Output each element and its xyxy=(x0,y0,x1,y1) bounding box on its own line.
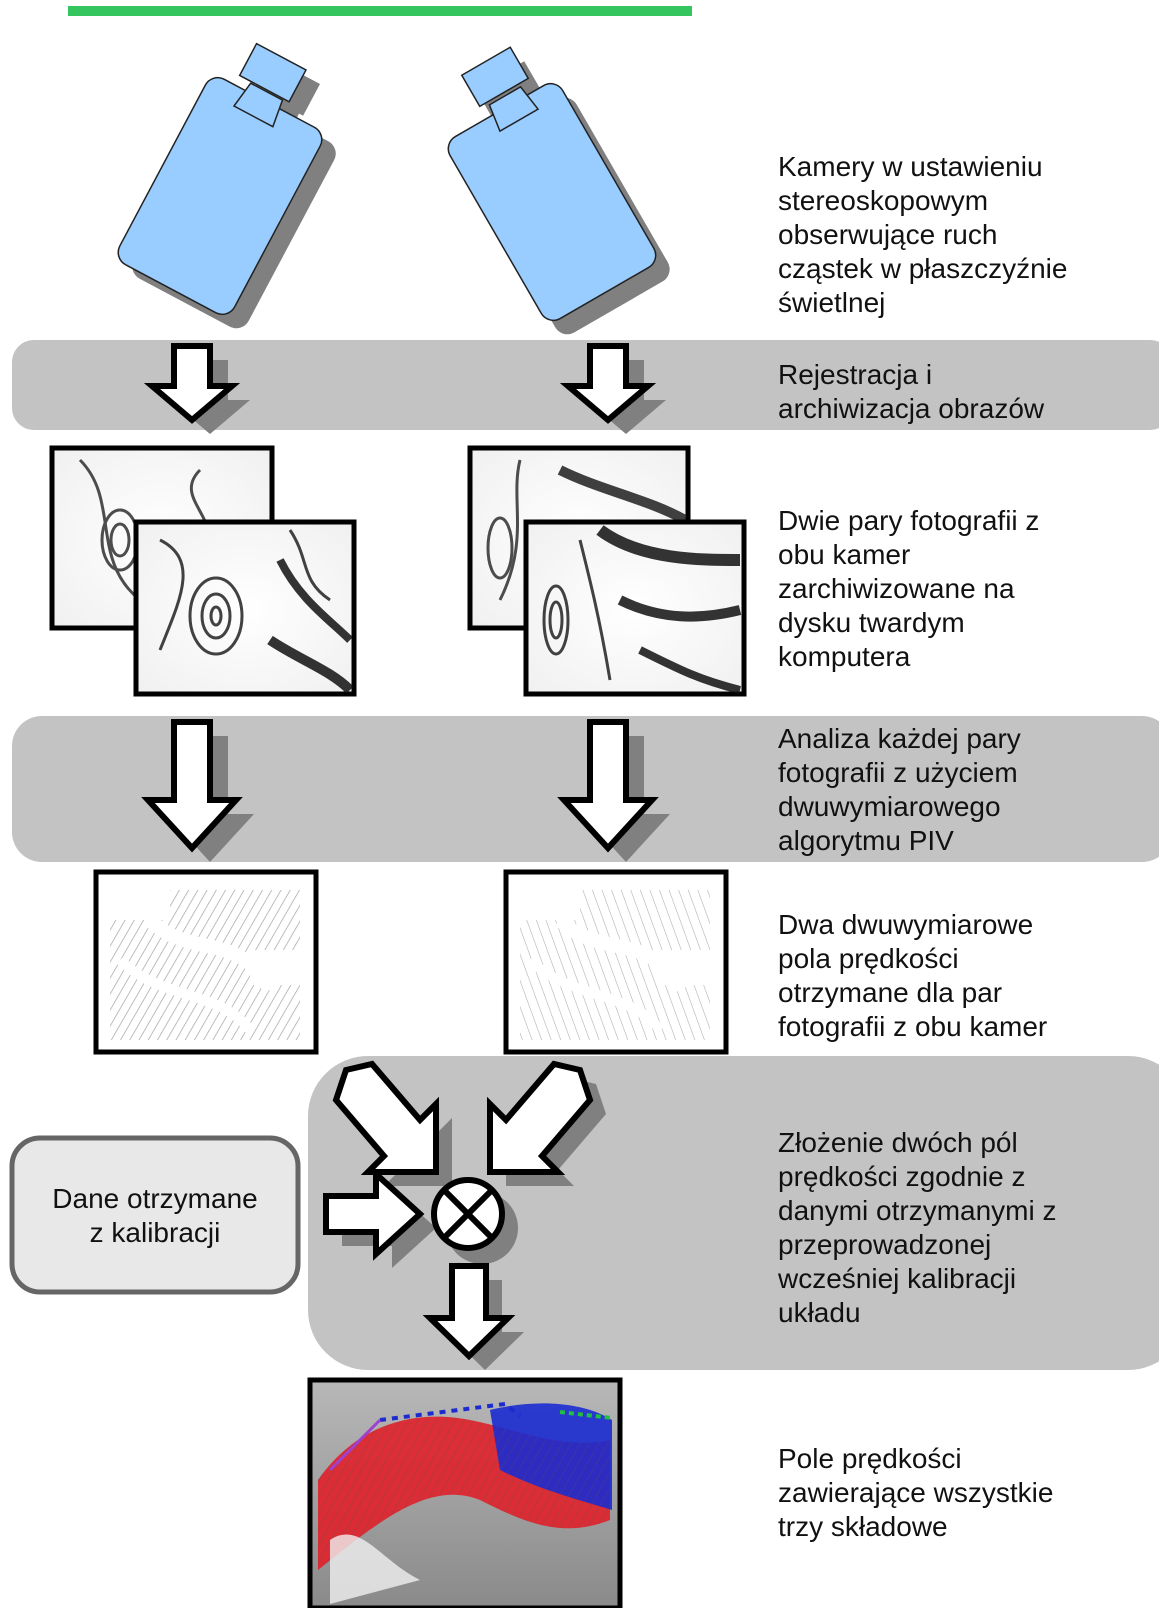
top-accent-line xyxy=(68,6,692,16)
arrow-down-result-icon xyxy=(422,1263,524,1370)
velocity-field-3d xyxy=(307,1377,623,1608)
arrow-down-right-1-icon xyxy=(559,343,666,434)
step-photo-pairs-label: Dwie pary fotografii z obu kamer zarchiw… xyxy=(778,505,1040,672)
photo-right-back-swirls xyxy=(486,459,688,601)
arrow-diagonal-left-icon xyxy=(332,1060,452,1186)
camera-right-icon xyxy=(447,46,670,335)
photo-pair-right xyxy=(467,445,747,697)
band-piv-analysis xyxy=(12,716,1159,862)
calibration-box xyxy=(9,1135,301,1295)
arrow-down-right-2-icon xyxy=(557,719,670,862)
circled-times-icon xyxy=(431,1177,518,1264)
arrow-right-calibration-icon xyxy=(323,1167,436,1268)
photo-right-front-swirls xyxy=(542,525,742,694)
arrow-down-left-2-icon xyxy=(141,719,254,862)
step-recording-label: Rejestracja i archiwizacja obrazów xyxy=(778,359,1045,424)
arrow-down-left-1-icon xyxy=(143,343,250,434)
camera-left-icon xyxy=(117,42,336,329)
photo-left-front-swirls xyxy=(158,529,354,694)
step-velocity-fields-2d-label: Dwa dwuwymiarowe pola prędkości otrzyman… xyxy=(778,909,1048,1042)
vector-field-left xyxy=(93,869,319,1055)
step-combination-label: Złożenie dwóch pól prędkości zgodnie z d… xyxy=(778,1127,1057,1328)
photo-pair-left xyxy=(49,445,357,697)
calibration-box-label: Dane otrzymane z kalibracji xyxy=(52,1183,258,1248)
step-piv-analysis-label: Analiza każdej pary fotografii z użyciem… xyxy=(778,723,1021,856)
step-cameras-label: Kamery w ustawieniu stereoskopowym obser… xyxy=(778,151,1068,318)
vector-field-right xyxy=(503,869,729,1055)
arrow-diagonal-right-icon xyxy=(487,1060,606,1186)
step-result-3d-label: Pole prędkości zawierające wszystkie trz… xyxy=(778,1443,1054,1542)
